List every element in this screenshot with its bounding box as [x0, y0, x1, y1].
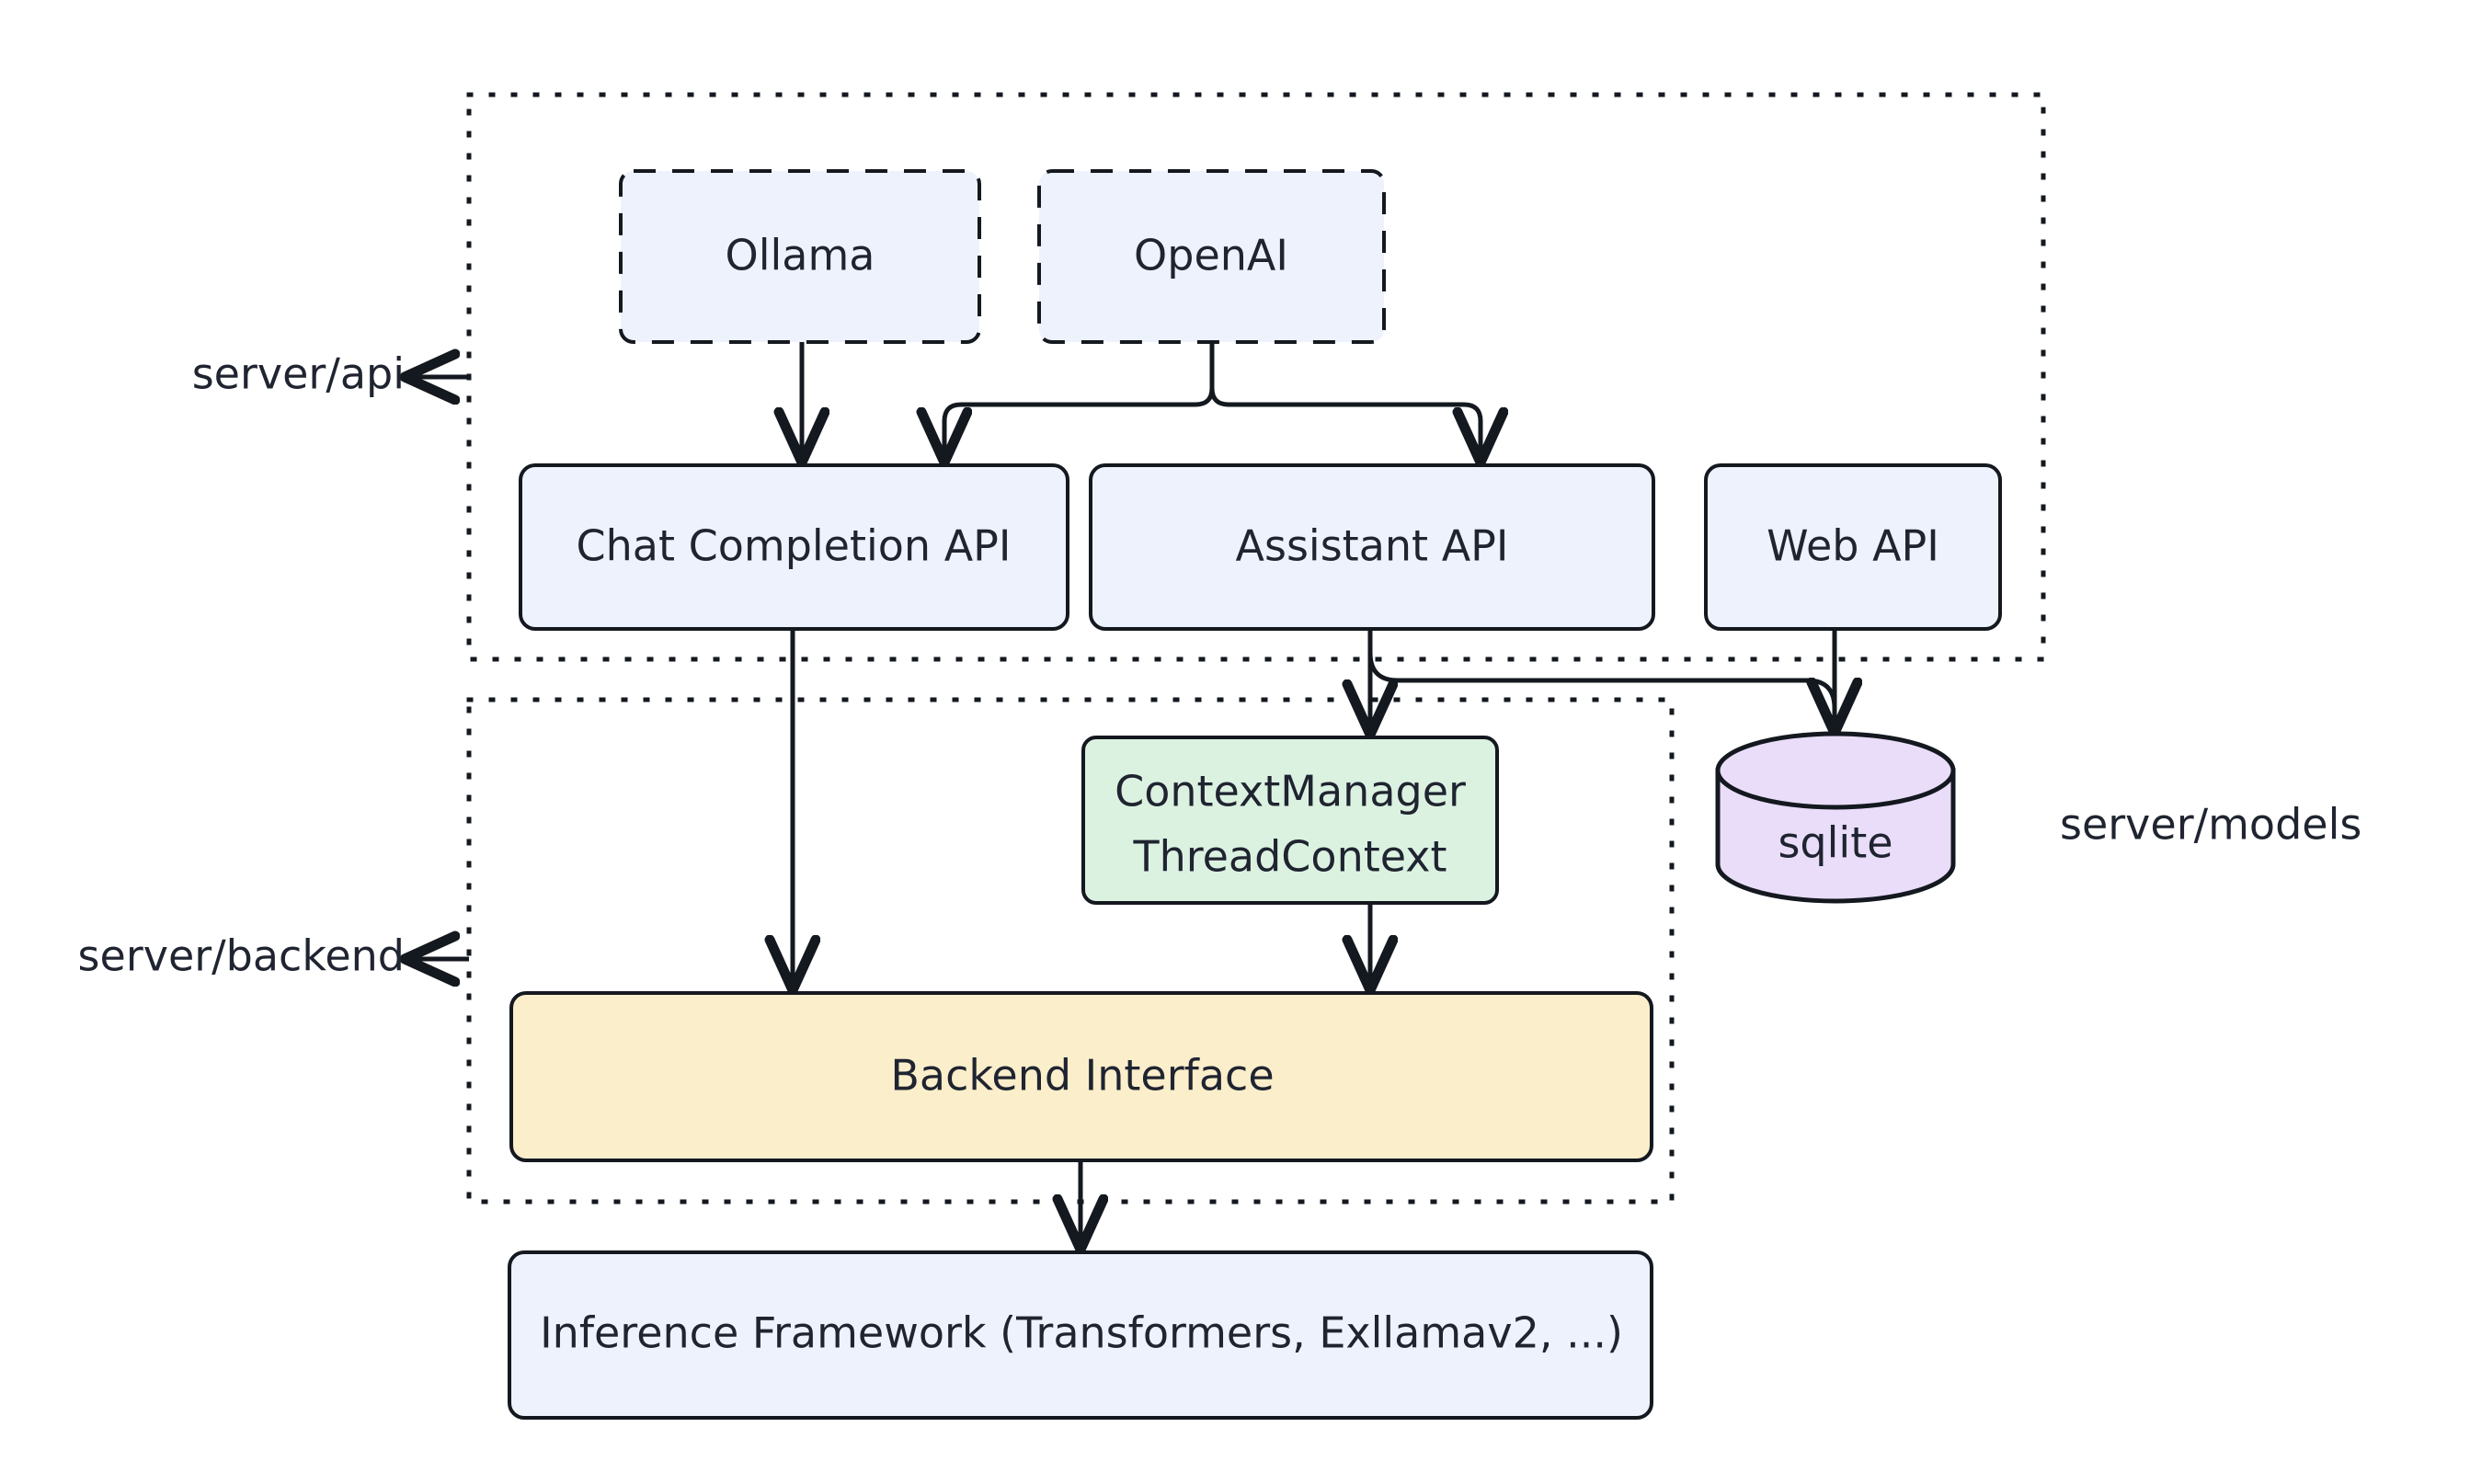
node-inference-framework[interactable]: Inference Framework (Transformers, Exlla… [508, 1250, 1653, 1420]
node-assistant-api-label: Assistant API [1236, 521, 1509, 571]
node-context-manager-label-line2: ThreadContext [1132, 832, 1447, 882]
node-ollama-rect [619, 169, 981, 344]
node-web-api-rect [1704, 463, 2002, 631]
node-web-api[interactable]: Web API [1704, 463, 2002, 631]
node-ollama[interactable]: Ollama [619, 169, 981, 344]
node-chat-completion-api-rect [519, 463, 1069, 631]
edge-openai-to-assistant [1209, 342, 1481, 458]
node-context-manager-label-line1: ContextManager [1115, 767, 1466, 816]
edge-openai-to-chat-completion [944, 342, 1215, 458]
node-sqlite-label: sqlite [1778, 818, 1893, 868]
node-sqlite[interactable]: sqlite [1715, 731, 1956, 904]
node-assistant-api-rect [1089, 463, 1655, 631]
node-backend-interface[interactable]: Backend Interface [509, 991, 1653, 1162]
node-sqlite-top [1715, 731, 1956, 810]
node-openai-rect [1037, 169, 1386, 344]
node-assistant-api[interactable]: Assistant API [1089, 463, 1655, 631]
node-context-manager-rect [1081, 736, 1499, 905]
node-ollama-label: Ollama [726, 231, 875, 280]
node-backend-interface-rect [509, 991, 1653, 1162]
group-label-server-backend: server/backend [78, 931, 405, 981]
node-inference-framework-label: Inference Framework (Transformers, Exlla… [540, 1308, 1623, 1358]
node-chat-completion-api-label: Chat Completion API [577, 521, 1012, 571]
group-label-server-models: server/models [2060, 800, 2361, 850]
node-openai[interactable]: OpenAI [1037, 169, 1386, 344]
node-context-manager[interactable]: ContextManager ThreadContext [1081, 736, 1499, 905]
node-inference-framework-rect [508, 1250, 1653, 1420]
group-box-server-backend [466, 697, 1675, 1204]
node-web-api-label: Web API [1767, 521, 1939, 571]
node-chat-completion-api[interactable]: Chat Completion API [519, 463, 1069, 631]
group-label-server-api: server/api [192, 349, 405, 399]
edge-assistant-to-sqlite [1367, 652, 1835, 728]
node-backend-interface-label: Backend Interface [890, 1051, 1274, 1101]
node-openai-label: OpenAI [1134, 231, 1288, 280]
